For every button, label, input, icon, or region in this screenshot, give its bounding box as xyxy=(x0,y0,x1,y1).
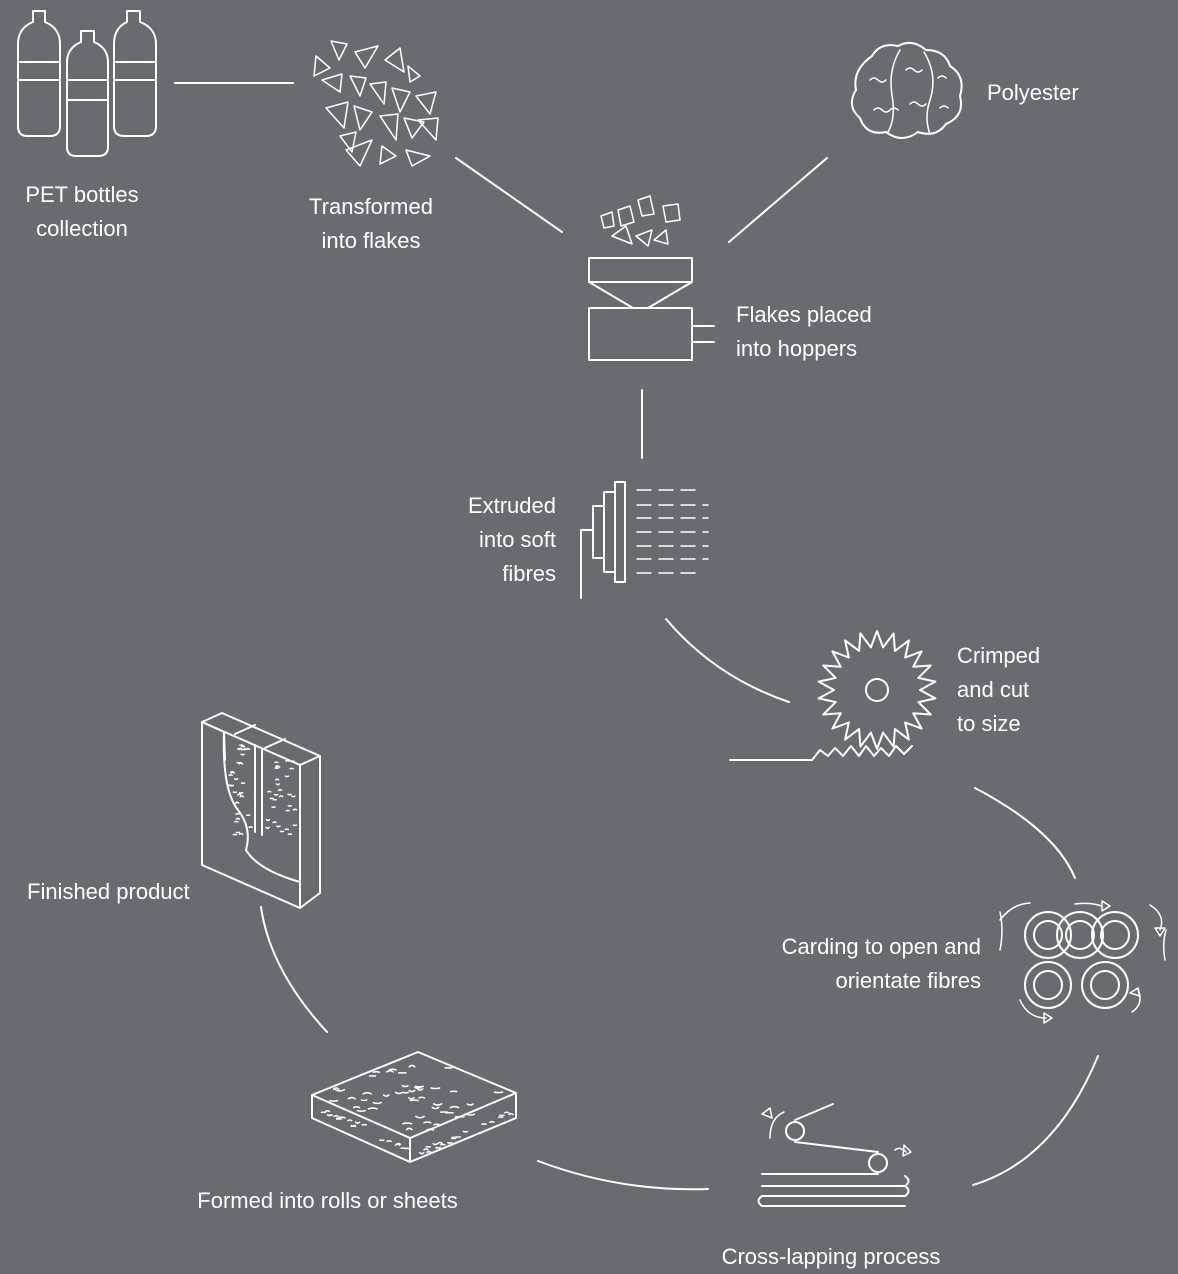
batt-icon xyxy=(311,1051,517,1163)
label-crimped: Crimped and cut to size xyxy=(957,639,1040,741)
polyester-icon xyxy=(850,41,963,139)
label-hoppers: Flakes placed into hoppers xyxy=(736,298,872,366)
label-line: PET bottles xyxy=(25,182,139,207)
label-line: Cross-lapping process xyxy=(721,1244,941,1269)
label-line: fibres xyxy=(502,561,556,586)
label-cross-lapping: Cross-lapping process xyxy=(680,1240,982,1274)
label-line: orientate fibres xyxy=(835,968,981,993)
label-line: Crimped xyxy=(957,643,1041,668)
hopper-icon xyxy=(588,195,715,361)
label-line: to size xyxy=(957,711,1021,736)
crimper-icon xyxy=(729,630,937,761)
label-line: Formed into rolls or sheets xyxy=(197,1188,458,1213)
connector-flakes-hopper xyxy=(455,157,563,233)
label-formed: Formed into rolls or sheets xyxy=(160,1184,495,1218)
label-line: Carding to open and xyxy=(781,934,981,959)
label-finished: Finished product xyxy=(27,875,190,909)
connector-polyester-hopper xyxy=(728,157,828,243)
bottles-icon xyxy=(17,10,157,157)
flakes-icon xyxy=(313,40,439,167)
finished-panel-icon xyxy=(201,712,321,909)
cross-lapping-icon xyxy=(757,1103,912,1207)
label-line: Polyester xyxy=(987,80,1079,105)
label-line: into hoppers xyxy=(736,336,858,361)
connector-crimper-carding xyxy=(974,787,1076,879)
carding-icon xyxy=(999,900,1167,1024)
connector-carding-crosslap xyxy=(972,1055,1099,1186)
label-line: Extruded xyxy=(467,493,556,518)
connector-extruder-crimper xyxy=(665,618,790,703)
label-flakes: Transformed into flakes xyxy=(290,190,452,258)
label-line: into flakes xyxy=(321,228,421,253)
label-polyester: Polyester xyxy=(987,76,1079,110)
label-line: into soft xyxy=(478,527,556,552)
label-pet-bottles: PET bottles collection xyxy=(14,178,150,246)
label-line: Transformed xyxy=(309,194,433,219)
extruder-icon xyxy=(580,481,709,599)
label-line: and cut xyxy=(957,677,1030,702)
label-carding: Carding to open and orientate fibres xyxy=(720,930,981,998)
connectors xyxy=(174,82,1099,1191)
label-line: Finished product xyxy=(27,879,190,904)
connector-crosslap-formed xyxy=(537,1160,709,1191)
connector-formed-finished xyxy=(260,906,328,1033)
label-line: Flakes placed xyxy=(736,302,872,327)
label-extruded: Extruded into soft fibres xyxy=(430,489,556,591)
label-line: collection xyxy=(36,216,128,241)
